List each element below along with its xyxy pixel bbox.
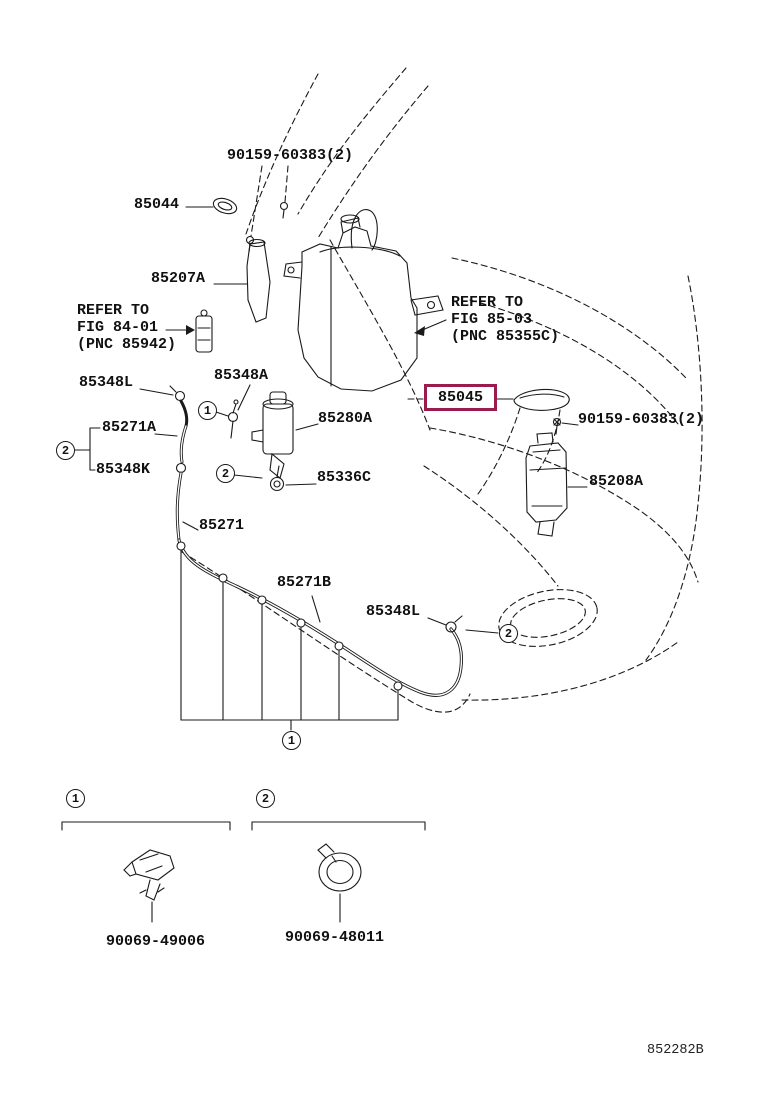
part-label-85271B[interactable]: 85271B — [277, 574, 332, 591]
reference-line: (PNC 85942) — [77, 336, 177, 353]
part-label-85271[interactable]: 85271 — [199, 517, 245, 534]
reference-line: (PNC 85355C) — [451, 328, 560, 345]
grouping-bracket-lines — [180, 549, 399, 731]
figure-code: 852282B — [647, 1043, 704, 1058]
part-label-85348K[interactable]: 85348K — [96, 461, 151, 478]
part-label-85348L-left[interactable]: 85348L — [79, 374, 134, 391]
legend-callout-2: 2 — [256, 789, 275, 808]
legend-part-90069-49006[interactable]: 90069-49006 — [106, 933, 206, 950]
highlighted-part-85045[interactable]: 85045 — [424, 384, 497, 411]
highlighted-part-label: 85045 — [437, 389, 483, 406]
reference-fig-85-03[interactable]: REFER TO FIG 85-03 (PNC 85355C) — [451, 294, 559, 345]
leader-lines — [74, 206, 588, 634]
legend-clip-icon — [123, 849, 175, 901]
part-label-85208A[interactable]: 85208A — [589, 473, 644, 490]
part-label-85348L-bottom[interactable]: 85348L — [366, 603, 421, 620]
washer-reservoir-drawing — [195, 197, 444, 392]
reference-line: REFER TO — [77, 302, 150, 319]
nozzle-85045-drawing — [513, 388, 570, 435]
reference-fig-84-01[interactable]: REFER TO FIG 84-01 (PNC 85942) — [77, 302, 176, 353]
callout-1-near-85348A: 1 — [198, 401, 217, 420]
reference-line: FIG 84-01 — [77, 319, 159, 336]
part-label-85280A[interactable]: 85280A — [318, 410, 373, 427]
part-label-85348A[interactable]: 85348A — [214, 367, 269, 384]
part-label-85044[interactable]: 85044 — [134, 196, 180, 213]
legend-part-90069-48011[interactable]: 90069-48011 — [285, 929, 385, 946]
part-label-85336C[interactable]: 85336C — [317, 469, 372, 486]
legend-callout-1: 1 — [66, 789, 85, 808]
hose-drawing — [169, 385, 464, 697]
reference-line: REFER TO — [451, 294, 524, 311]
part-label-85271A[interactable]: 85271A — [102, 419, 157, 436]
legend-bracket-lines — [61, 821, 426, 923]
part-label-90159-60383-top[interactable]: 90159-60383(2) — [227, 147, 354, 164]
part-label-85207A[interactable]: 85207A — [151, 270, 206, 287]
callout-2-right: 2 — [499, 624, 518, 643]
legend-clamp-icon — [317, 843, 362, 892]
callout-1-hose-bracket: 1 — [282, 731, 301, 750]
part-label-90159-60383-right[interactable]: 90159-60383(2) — [578, 411, 705, 428]
callout-2-left-group: 2 — [56, 441, 75, 460]
washer-pump-drawing — [227, 391, 294, 492]
actuator-85208A-drawing — [525, 432, 568, 537]
reference-line: FIG 85-03 — [451, 311, 533, 328]
callout-2-mid: 2 — [216, 464, 235, 483]
